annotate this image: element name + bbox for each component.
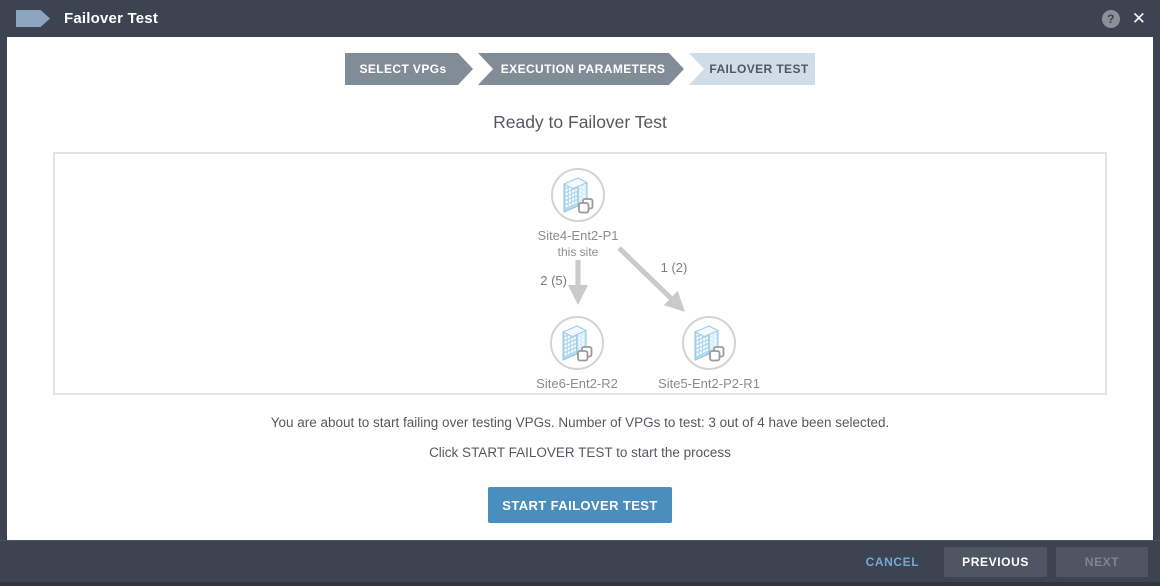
page-title: Ready to Failover Test: [493, 112, 667, 132]
site-subtitle-this-site: this site: [557, 245, 599, 259]
step-failover-test[interactable]: FAILOVER TEST: [689, 53, 815, 85]
summary-line-2: Click START FAILOVER TEST to start the p…: [429, 445, 731, 460]
site-icon-target-1: [550, 316, 604, 370]
building-paired-icon: [562, 325, 593, 362]
edge-label-site5: 1 (2): [660, 260, 688, 275]
previous-button[interactable]: PREVIOUS: [944, 546, 1047, 577]
step-select-vpgs[interactable]: SELECT VPGs: [345, 53, 473, 85]
site-name-target-1: Site6-Ent2-R2: [536, 376, 618, 391]
help-icon[interactable]: ?: [1101, 9, 1120, 28]
edge-label-site6: 2 (5): [540, 273, 567, 288]
dialog-footer: CANCEL PREVIOUS NEXT: [0, 540, 1160, 586]
wizard-stepper: SELECT VPGs EXECUTION PARAMETERS FAILOVE…: [7, 53, 1153, 85]
building-paired-icon: [563, 177, 594, 214]
site-icon-target-2: [682, 316, 736, 370]
building-paired-icon: [694, 325, 725, 362]
next-button[interactable]: NEXT: [1056, 546, 1148, 577]
dialog-flag-icon: [16, 10, 50, 27]
site-name-source: Site4-Ent2-P1: [537, 228, 619, 243]
start-failover-test-button[interactable]: START FAILOVER TEST: [488, 487, 672, 523]
summary-line-1: You are about to start failing over test…: [270, 415, 890, 430]
site-icon-source: [551, 168, 605, 222]
step-execution-parameters[interactable]: EXECUTION PARAMETERS: [478, 53, 684, 85]
dialog-title: Failover Test: [64, 10, 159, 27]
dialog-body: SELECT VPGs EXECUTION PARAMETERS FAILOVE…: [0, 37, 1160, 540]
close-icon[interactable]: ✕: [1131, 9, 1146, 28]
titlebar: Failover Test ? ✕: [0, 0, 1160, 37]
topology-diagram: Site4-Ent2-P1 this site 2 (5) 1 (2) Site…: [53, 152, 1107, 395]
site-name-target-2: Site5-Ent2-P2-R1: [658, 376, 760, 391]
cancel-button[interactable]: CANCEL: [865, 554, 920, 569]
